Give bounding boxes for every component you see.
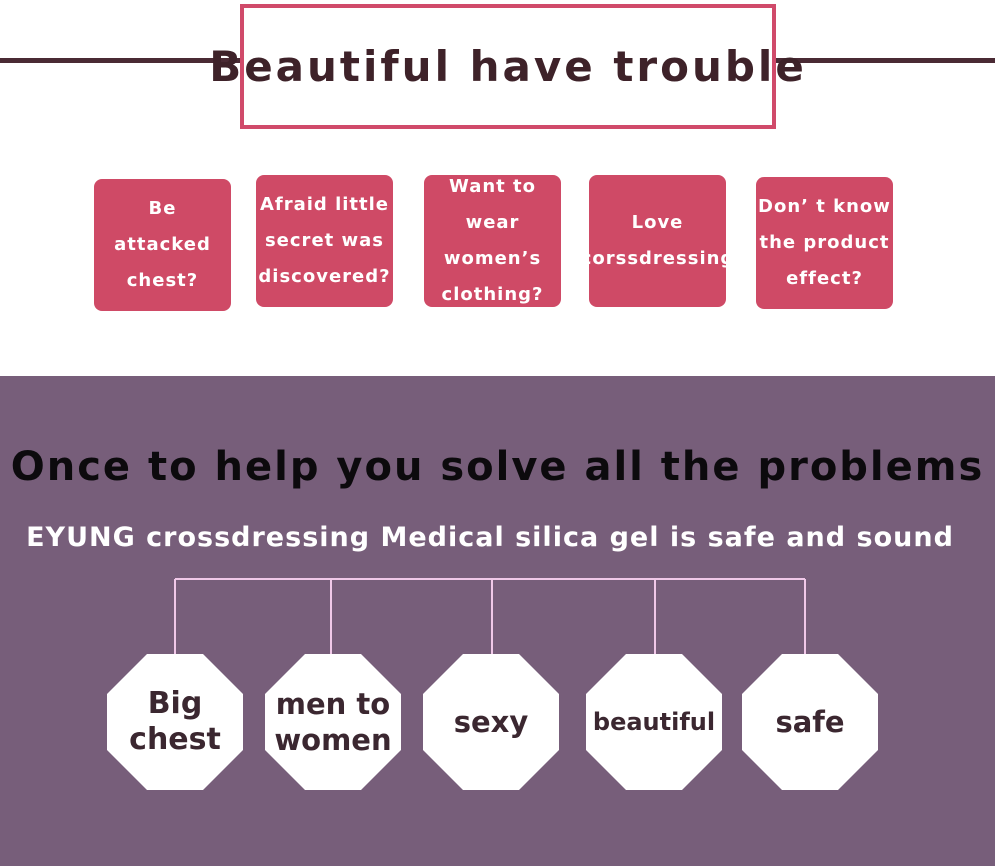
octagon-shape [265, 654, 401, 790]
benefit-label: beautiful [592, 708, 716, 736]
solution-subline: EYUNG crossdressing Medical silica gel i… [26, 522, 954, 553]
trouble-card-text: Want to wear women’s clothing? [441, 176, 544, 305]
trouble-card-4: Love corssdressing [581, 175, 733, 307]
trouble-card-text: Afraid little secret was discovered? [258, 194, 391, 287]
trouble-card-5: Don’ t know the product effect? [756, 177, 893, 309]
benefit-big-chest: Big chest [105, 652, 245, 792]
benefit-men-to-women: men to women [263, 652, 403, 792]
benefit-label: safe [775, 705, 845, 739]
trouble-card-text: Don’ t know the product effect? [758, 196, 891, 289]
octagon-shape [586, 654, 722, 790]
octagon-shape [107, 654, 243, 790]
benefit-label: men to women [274, 687, 392, 757]
title-line-right [776, 58, 995, 63]
solution-headline: Once to help you solve all the problems [10, 444, 985, 490]
benefit-label: sexy [453, 705, 529, 739]
benefit-beautiful: beautiful [584, 652, 724, 792]
octagon-shape [742, 654, 878, 790]
octagon-shape [423, 654, 559, 790]
benefit-label: Big chest [129, 686, 221, 757]
trouble-card-1: Be attacked chest? [94, 179, 231, 311]
benefit-safe: safe [740, 652, 880, 792]
title-box: Beautiful have trouble [209, 4, 804, 129]
page-title: Beautiful have trouble [209, 42, 807, 91]
benefit-sexy: sexy [421, 652, 561, 792]
trouble-card-3: Want to wear women’s clothing? [424, 175, 561, 307]
trouble-card-text: Love corssdressing [580, 212, 735, 269]
trouble-card-text: Be attacked chest? [114, 198, 211, 291]
trouble-card-2: Afraid little secret was discovered? [256, 175, 393, 307]
top-section: Beautiful have trouble Be attacked chest… [0, 0, 995, 376]
title-line-left [0, 58, 242, 63]
